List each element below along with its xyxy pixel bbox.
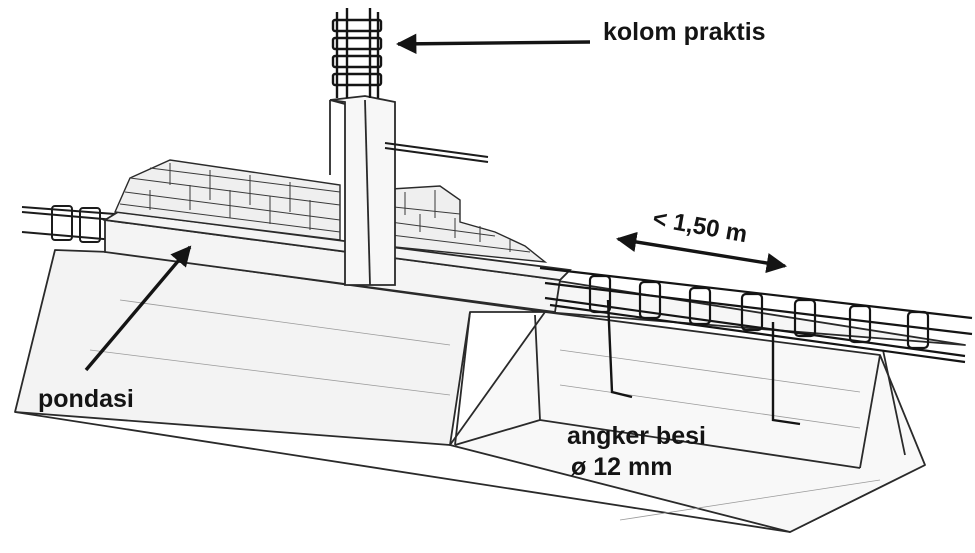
label-angker-besi: angker besi <box>567 422 706 450</box>
sloof-left <box>21 205 116 243</box>
label-arrows <box>84 33 788 372</box>
sloof-right-rebar <box>539 266 973 364</box>
label-kolom-praktis: kolom praktis <box>603 18 766 46</box>
brick-wall <box>113 159 548 263</box>
sloof-beam <box>102 211 572 314</box>
column-rebar <box>331 8 383 98</box>
column-body <box>329 95 396 286</box>
anchor-bars <box>606 299 801 426</box>
wall-anchor-bar <box>384 142 489 163</box>
label-pondasi: pondasi <box>38 385 134 413</box>
label-angker-diameter: ø 12 mm <box>571 453 673 481</box>
